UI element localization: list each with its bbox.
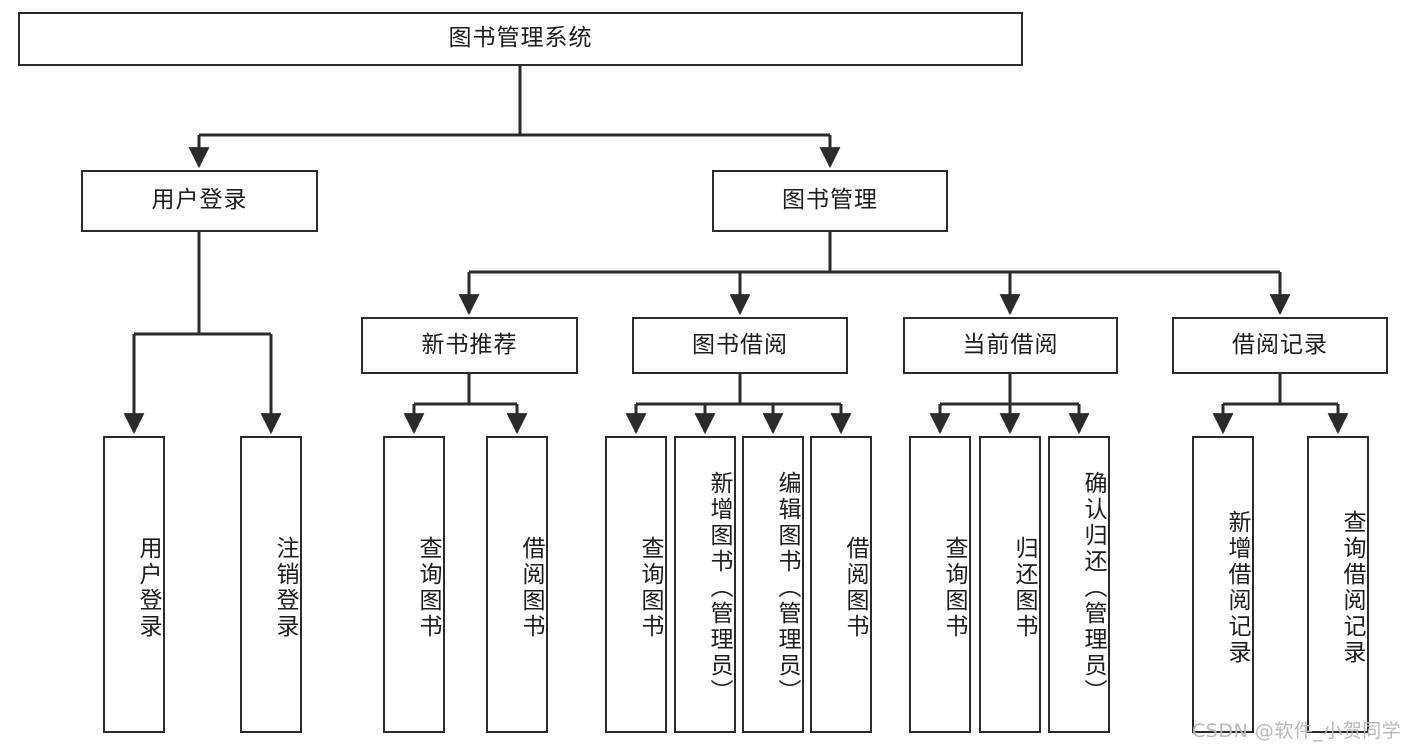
- node-user-login[interactable]: 用户登录: [81, 170, 318, 232]
- node-label: 查询借阅记录: [1339, 509, 1365, 666]
- node-label: 注销登录: [272, 535, 298, 640]
- node-book-management-system[interactable]: 图书管理系统: [18, 12, 1023, 66]
- node-label: 查询图书: [941, 535, 967, 640]
- node-label: 用户登录: [151, 187, 248, 214]
- node-label: 当前借阅: [962, 331, 1059, 358]
- node-label: 图书借阅: [692, 331, 788, 358]
- leaf-user-login[interactable]: 用户登录: [103, 436, 165, 733]
- leaf-add-book[interactable]: 新增图书（管理员）: [674, 436, 736, 733]
- node-label: 确认归还（管理员）: [1080, 470, 1106, 705]
- leaf-query-borrow-record[interactable]: 查询借阅记录: [1307, 436, 1369, 733]
- leaf-confirm-return[interactable]: 确认归还（管理员）: [1048, 436, 1110, 733]
- leaf-add-borrow-record[interactable]: 新增借阅记录: [1192, 436, 1254, 733]
- node-label: 借阅图书: [842, 535, 868, 640]
- node-new-book-recommend[interactable]: 新书推荐: [361, 317, 578, 374]
- node-label: 新增图书（管理员）: [706, 470, 732, 705]
- node-label: 借阅记录: [1232, 331, 1328, 358]
- node-label: 借阅图书: [518, 535, 544, 640]
- node-label: 图书管理系统: [448, 25, 593, 52]
- node-label: 查询图书: [415, 535, 441, 640]
- node-label: 归还图书: [1011, 535, 1037, 640]
- leaf-query-book-borrow[interactable]: 查询图书: [605, 436, 667, 733]
- node-label: 查询图书: [637, 535, 663, 640]
- node-label: 新书推荐: [421, 331, 518, 358]
- leaf-edit-book[interactable]: 编辑图书（管理员）: [742, 436, 804, 733]
- node-label: 用户登录: [135, 535, 161, 640]
- node-book-borrow[interactable]: 图书借阅: [632, 317, 848, 374]
- leaf-query-book-new[interactable]: 查询图书: [383, 436, 445, 733]
- node-label: 新增借阅记录: [1224, 509, 1250, 666]
- node-current-borrow[interactable]: 当前借阅: [903, 317, 1118, 374]
- leaf-user-logout[interactable]: 注销登录: [240, 436, 302, 733]
- leaf-query-book-current[interactable]: 查询图书: [909, 436, 971, 733]
- leaf-return-book[interactable]: 归还图书: [979, 436, 1041, 733]
- leaf-borrow-book-new[interactable]: 借阅图书: [486, 436, 548, 733]
- node-label: 编辑图书（管理员）: [774, 470, 800, 705]
- node-borrow-record[interactable]: 借阅记录: [1172, 317, 1388, 374]
- node-label: 图书管理: [782, 187, 878, 214]
- node-book-manage[interactable]: 图书管理: [712, 170, 948, 232]
- leaf-borrow-book[interactable]: 借阅图书: [810, 436, 872, 733]
